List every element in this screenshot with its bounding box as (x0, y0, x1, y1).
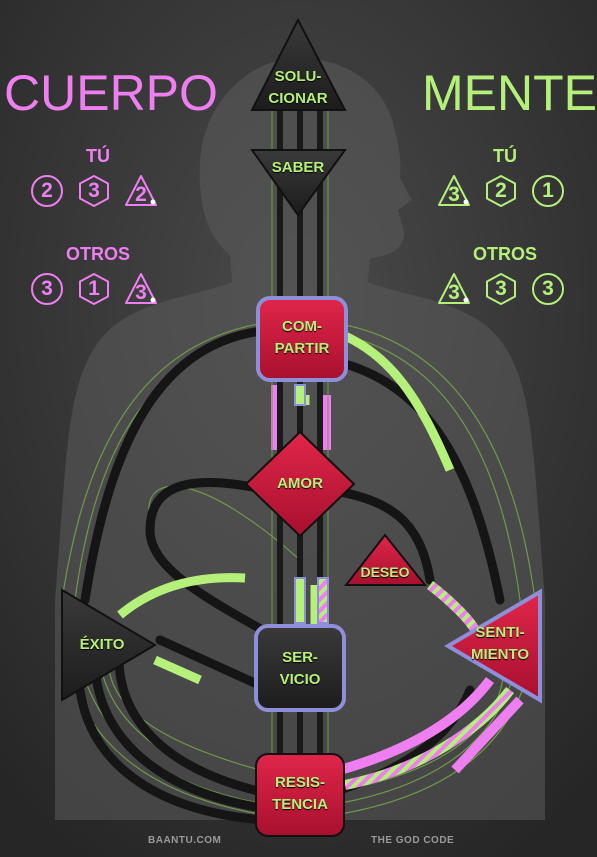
badge-value: 2 (41, 179, 53, 202)
channels-black (75, 325, 505, 825)
solar-label: SENTI-MIENTO (470, 624, 530, 663)
root-label: RESIS-TENCIA (272, 774, 328, 813)
right-others-badges-hexagon-icon: 3 (484, 272, 518, 306)
center-sacral (254, 624, 346, 712)
ego-label: DESEO (360, 564, 410, 580)
right-others-badges-circle-icon: 3 (531, 272, 565, 306)
center-ajna (250, 149, 347, 217)
badge-value: 2 (495, 179, 507, 202)
right-you-badges-hexagon-icon: 2 (484, 174, 518, 208)
badge-value: 3 (88, 179, 100, 202)
center-ego (343, 533, 428, 586)
badge-value: 3 (448, 281, 460, 304)
badge-value: 1 (88, 277, 100, 300)
mente-others-label: OTROS (472, 244, 537, 264)
footer-right: THE GOD CODE (371, 835, 455, 846)
center-g (244, 430, 356, 538)
center-spleen (61, 588, 157, 702)
badge-value: 1 (542, 179, 554, 202)
spleen-label: ÉXITO (79, 636, 125, 653)
right-you-badges-triangle-icon: 3 (437, 174, 471, 208)
cuerpo-others-label: OTROS (65, 244, 130, 264)
footer-left: BAANTU.COM (148, 835, 222, 846)
left-others-badges-hexagon-icon: 1 (77, 272, 111, 306)
cuerpo-you-label: TÚ (86, 146, 110, 166)
sacral-label: SER-VICIO (279, 649, 321, 688)
right-you-badges-circle-icon: 1 (531, 174, 565, 208)
left-others-badges-triangle-icon: 3 (124, 272, 158, 306)
throat-label: COM-PARTIR (274, 318, 330, 357)
center-throat (256, 296, 348, 382)
left-others-badges-circle-icon: 3 (30, 272, 64, 306)
head-label: SOLU-CIONAR (268, 68, 328, 107)
g-label: AMOR (277, 475, 323, 492)
gate-box (294, 384, 306, 406)
center-root (255, 753, 345, 837)
badge-value: 3 (41, 277, 53, 300)
gate-box (317, 577, 329, 624)
gate-box (294, 577, 306, 624)
badge-value: 3 (135, 281, 147, 304)
cuerpo-title: CUERPO (4, 65, 218, 121)
ajna-label: SABER (271, 159, 325, 176)
badge-value: 3 (448, 183, 460, 206)
badge-value: 3 (495, 277, 507, 300)
left-you-badges-circle-icon: 2 (30, 174, 64, 208)
mente-title: MENTE (422, 65, 597, 121)
center-head (250, 17, 347, 111)
channels-pink (271, 385, 524, 790)
channels-green (117, 325, 455, 685)
badge-value: 2 (135, 183, 147, 206)
left-you-badges-triangle-icon: 2 (124, 174, 158, 208)
left-you-badges-hexagon-icon: 3 (77, 174, 111, 208)
center-solar (444, 588, 542, 704)
mente-you-label: TÚ (493, 146, 517, 166)
badge-value: 3 (542, 277, 554, 300)
right-others-badges-triangle-icon: 3 (437, 272, 471, 306)
